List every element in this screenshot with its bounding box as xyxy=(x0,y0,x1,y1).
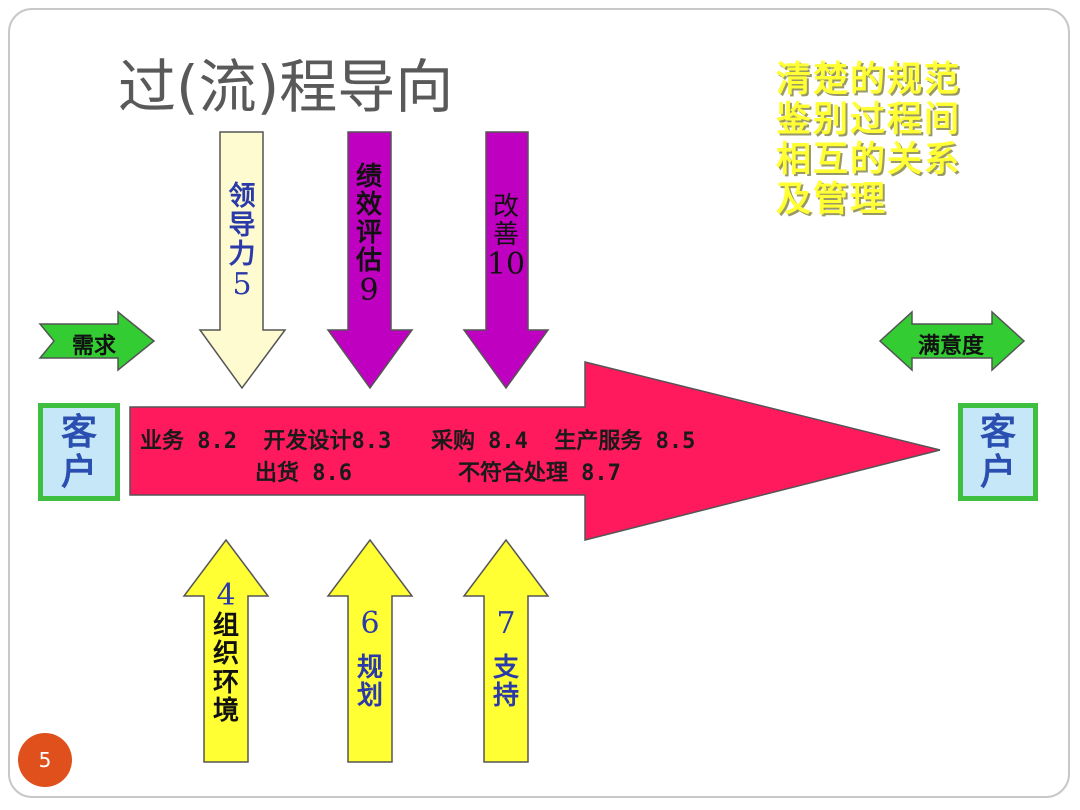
page-title: 过(流)程导向 xyxy=(118,53,454,121)
page-number-badge: 5 xyxy=(18,733,72,787)
note-line: 鉴别过程间 xyxy=(776,99,962,140)
main-process-line-1: 业务 8.2 开发设计8.3 采购 8.4 生产服务 8.5 xyxy=(140,429,696,454)
performance-evaluation-arrow xyxy=(326,131,414,390)
planning-label: 6 规 划 xyxy=(356,606,383,712)
satisfaction-arrow xyxy=(878,310,1026,372)
note-line: 相互的关系 xyxy=(776,139,962,180)
note-line: 及管理 xyxy=(776,179,888,220)
improvement-arrow xyxy=(462,131,550,390)
organization-context-label: 4 组 织 环 境 xyxy=(212,578,239,726)
planning-arrow xyxy=(326,538,414,763)
customer-box-right: 客 户 xyxy=(958,403,1038,501)
leadership-arrow xyxy=(198,131,287,390)
customer-box-left: 客 户 xyxy=(38,403,120,501)
support-label: 7 支 持 xyxy=(492,606,519,712)
satisfaction-label: 满意度 xyxy=(918,333,985,359)
organization-context-arrow xyxy=(182,538,270,763)
performance-evaluation-label: 绩 效 评 估 9 xyxy=(355,162,382,309)
improvement-label: 改 善 10 xyxy=(486,192,526,283)
support-arrow xyxy=(462,538,550,763)
requirement-arrow xyxy=(38,310,156,372)
requirement-label: 需求 xyxy=(72,333,117,359)
main-process-line-2: 出货 8.6 不符合处理 8.7 xyxy=(255,461,621,486)
slide-frame xyxy=(8,8,1070,798)
note-line: 清楚的规范 xyxy=(776,59,962,100)
leadership-label: 领 导 力 5 xyxy=(228,181,256,303)
note-text: 清楚的规范 鉴别过程间 相互的关系 及管理 xyxy=(776,60,1006,220)
main-process-arrow xyxy=(129,361,941,541)
